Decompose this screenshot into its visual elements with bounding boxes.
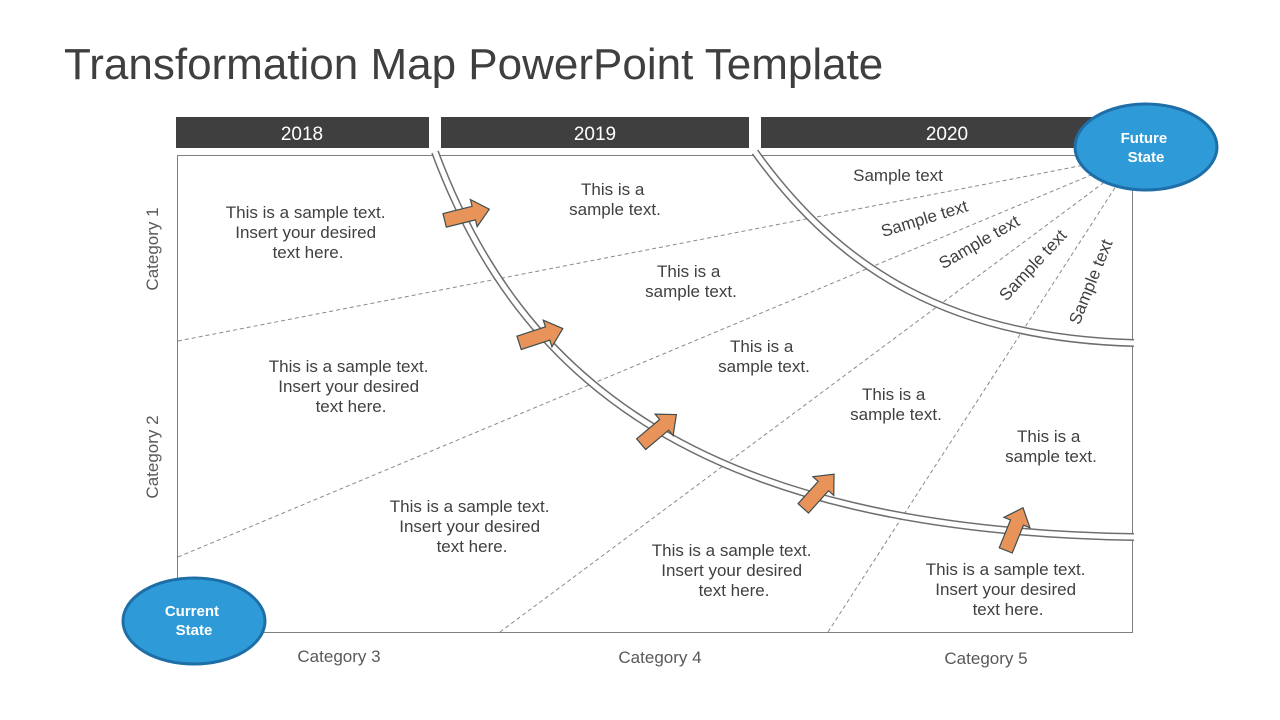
arrow-icon	[797, 473, 835, 514]
text-block: This is a sample text. Insert your desir…	[226, 203, 390, 262]
svg-text:Current State: Current State	[165, 603, 223, 639]
arrow-icon	[442, 198, 491, 229]
text-block: This is a sample text. Insert your desir…	[390, 497, 554, 556]
arrow-icon	[998, 506, 1031, 554]
category-label-5: Category 5	[944, 649, 1027, 668]
guide-lines	[177, 159, 1121, 633]
text-block: This is a sample text. Insert your desir…	[269, 357, 433, 416]
year-bar-2020	[761, 117, 1133, 148]
current-state-node: Current State	[121, 576, 267, 666]
category-label-3: Category 3	[297, 647, 380, 666]
text-block: This is a sample text.	[1005, 427, 1097, 466]
ray-label: Sample text	[995, 226, 1070, 305]
page-title: Transformation Map PowerPoint Template	[64, 40, 884, 89]
category-label-1: Category 1	[143, 207, 162, 290]
ray-label: Sample text	[1065, 237, 1116, 328]
future-state-node: Future State	[1073, 102, 1219, 192]
text-block: This is a sample text. Insert your desir…	[926, 560, 1090, 619]
ray-label: Sample text	[853, 166, 943, 185]
category-label-2: Category 2	[143, 415, 162, 498]
text-block: This is a sample text.	[718, 337, 810, 376]
text-block: This is a sample text.	[850, 385, 942, 424]
arrow-icon	[516, 319, 564, 351]
category-label-4: Category 4	[618, 648, 701, 667]
text-block: This is a sample text.	[645, 262, 737, 301]
svg-text:Future State: Future State	[1121, 130, 1172, 166]
text-block: This is a sample text. Insert your desir…	[652, 541, 816, 600]
map-frame	[177, 155, 1133, 633]
year-label-2019: 2019	[574, 124, 616, 145]
arrow-icon	[635, 413, 678, 451]
year-label-2020: 2020	[926, 124, 968, 145]
year-bar-2018	[176, 117, 429, 148]
ray-label: Sample text	[879, 196, 971, 240]
text-block: This is a sample text.	[569, 180, 661, 219]
year-bar-2019	[441, 117, 749, 148]
curve-2020	[751, 149, 1135, 347]
year-label-2018: 2018	[281, 124, 323, 145]
